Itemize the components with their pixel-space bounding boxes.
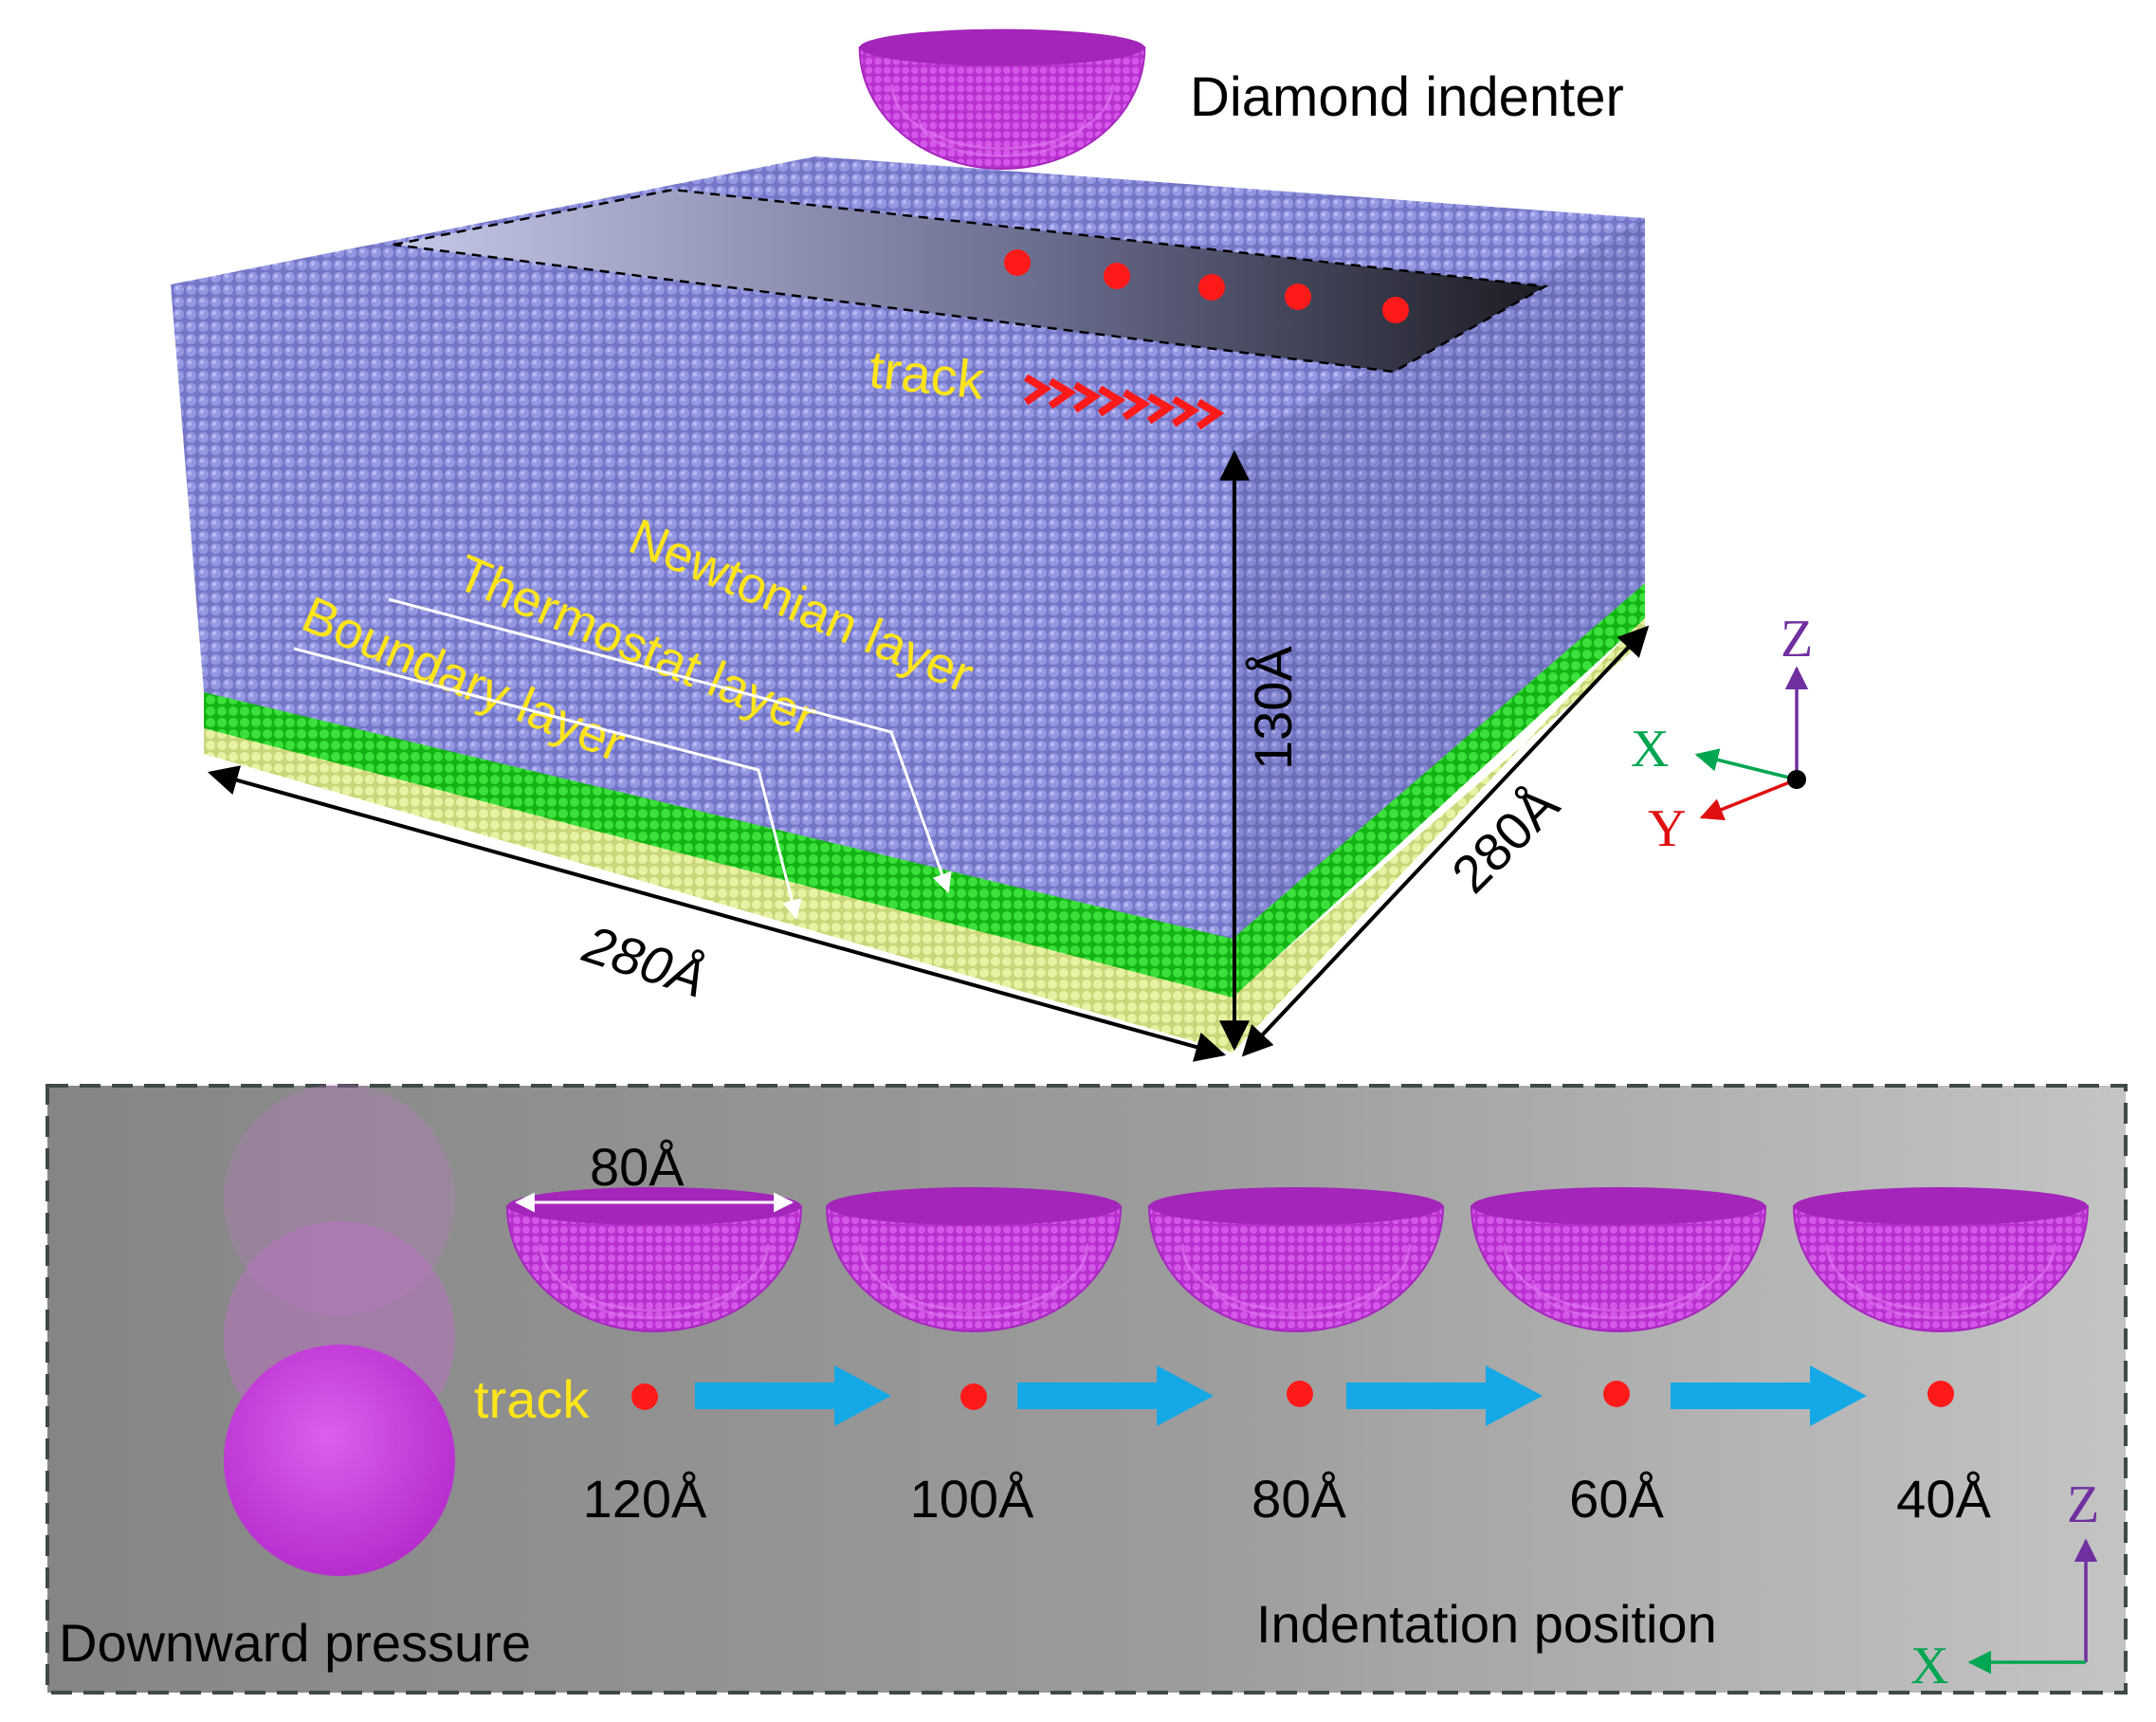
position-label: 80Å (1252, 1469, 1346, 1529)
indentation-marker (960, 1383, 987, 1410)
position-label: 120Å (583, 1469, 707, 1529)
track-markers (1004, 249, 1409, 323)
track-marker (1004, 249, 1031, 276)
flow-arrow (1017, 1365, 1214, 1426)
track-label-top: track (867, 339, 988, 410)
indentation-markers (631, 1381, 1954, 1410)
dimension-y-line (1241, 625, 1650, 1057)
axis-triad-top: Z X Y (1631, 610, 1813, 858)
track-direction-chevrons (1023, 374, 1225, 430)
indentation-marker (1287, 1381, 1313, 1407)
dimension-lines (207, 449, 1650, 1062)
track-marker (1198, 274, 1225, 301)
track-trench (393, 188, 1549, 374)
track-label-bottom: track (474, 1369, 590, 1429)
dimension-x-line (207, 765, 1227, 1062)
flow-arrow (695, 1365, 891, 1426)
indentation-marker (1928, 1381, 1954, 1407)
substrate-block (171, 156, 1645, 1053)
flow-arrow (1346, 1365, 1543, 1426)
axis-x-label-bottom: X (1910, 1637, 1948, 1695)
position-label: 60Å (1569, 1469, 1664, 1529)
axis-z-label-top: Z (1781, 610, 1813, 669)
axis-triad-bottom: Z X (1910, 1475, 2099, 1695)
flow-arrow (1671, 1365, 1867, 1426)
position-labels: 120Å 100Å 80Å 60Å 40Å (583, 1469, 1992, 1529)
dimension-x-label: 280Å (576, 913, 713, 1009)
position-label: 100Å (910, 1469, 1034, 1529)
diamond-indenter-label: Diamond indenter (1190, 66, 1624, 128)
position-label: 40Å (1896, 1469, 1991, 1529)
axis-z-label-bottom: Z (2067, 1475, 2099, 1534)
track-marker (1285, 284, 1311, 310)
indenter-sphere (224, 1345, 455, 1576)
downward-pressure-spheres (224, 1084, 455, 1576)
track-marker (1104, 263, 1130, 289)
diamond-indenter-top (858, 27, 1146, 171)
indentation-position-label: Indentation position (1256, 1594, 1717, 1654)
downward-pressure-label: Downward pressure (59, 1613, 531, 1673)
indentation-marker (631, 1383, 658, 1410)
axis-x-label-top: X (1631, 720, 1669, 779)
track-marker (1382, 297, 1409, 323)
diameter-label: 80Å (590, 1137, 685, 1197)
dimension-y-label: 280Å (1440, 774, 1570, 904)
indentation-marker (1603, 1381, 1630, 1407)
flow-arrows (695, 1365, 1867, 1426)
axis-y-label-top: Y (1648, 799, 1686, 858)
dimension-z-label: 130Å (1243, 646, 1303, 770)
